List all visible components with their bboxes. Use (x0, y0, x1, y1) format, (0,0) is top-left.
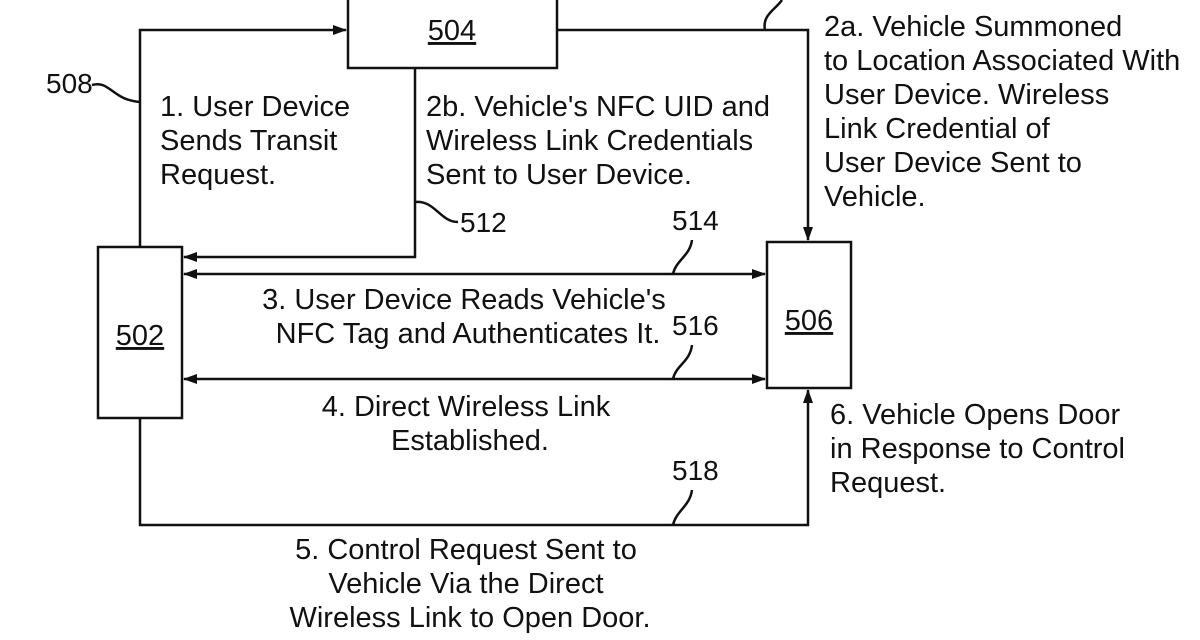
label-502: 502 (116, 320, 164, 352)
step-5-text: 5. Control Request Sent to Vehicle Via t… (289, 534, 650, 634)
arrow-518-control-request (138, 389, 813, 527)
ref-516: 516 (672, 310, 719, 341)
ref-518: 518 (672, 455, 719, 486)
step-3-text: 3. User Device Reads Vehicle's NFC Tag a… (262, 284, 674, 350)
step-1-text: 1. User Device Sends Transit Request. (160, 91, 358, 191)
leader-510 (763, 0, 784, 31)
arrow-510-summon-vehicle (557, 28, 813, 241)
leader-518 (671, 489, 694, 526)
label-506: 506 (785, 305, 833, 337)
ref-512: 512 (460, 207, 507, 238)
arrow-512-credentials (183, 68, 417, 262)
ref-508: 508 (46, 68, 93, 99)
leader-516 (671, 344, 694, 380)
label-504: 504 (428, 15, 476, 47)
leader-508 (91, 82, 141, 104)
ref-514: 514 (672, 205, 719, 236)
box-506-vehicle (765, 240, 853, 390)
step-6-text: 6. Vehicle Opens Door in Response to Con… (830, 399, 1133, 499)
step-2a-text: 2a. Vehicle Summoned to Location Associa… (824, 11, 1188, 213)
step-2b-text: 2b. Vehicle's NFC UID and Wireless Link … (426, 91, 778, 191)
box-504-server (346, 0, 559, 70)
step-4-text: 4. Direct Wireless Link Established. (322, 391, 619, 457)
arrow-508-transit-request (138, 25, 347, 247)
leader-514 (671, 239, 694, 275)
leader-512 (414, 200, 459, 224)
